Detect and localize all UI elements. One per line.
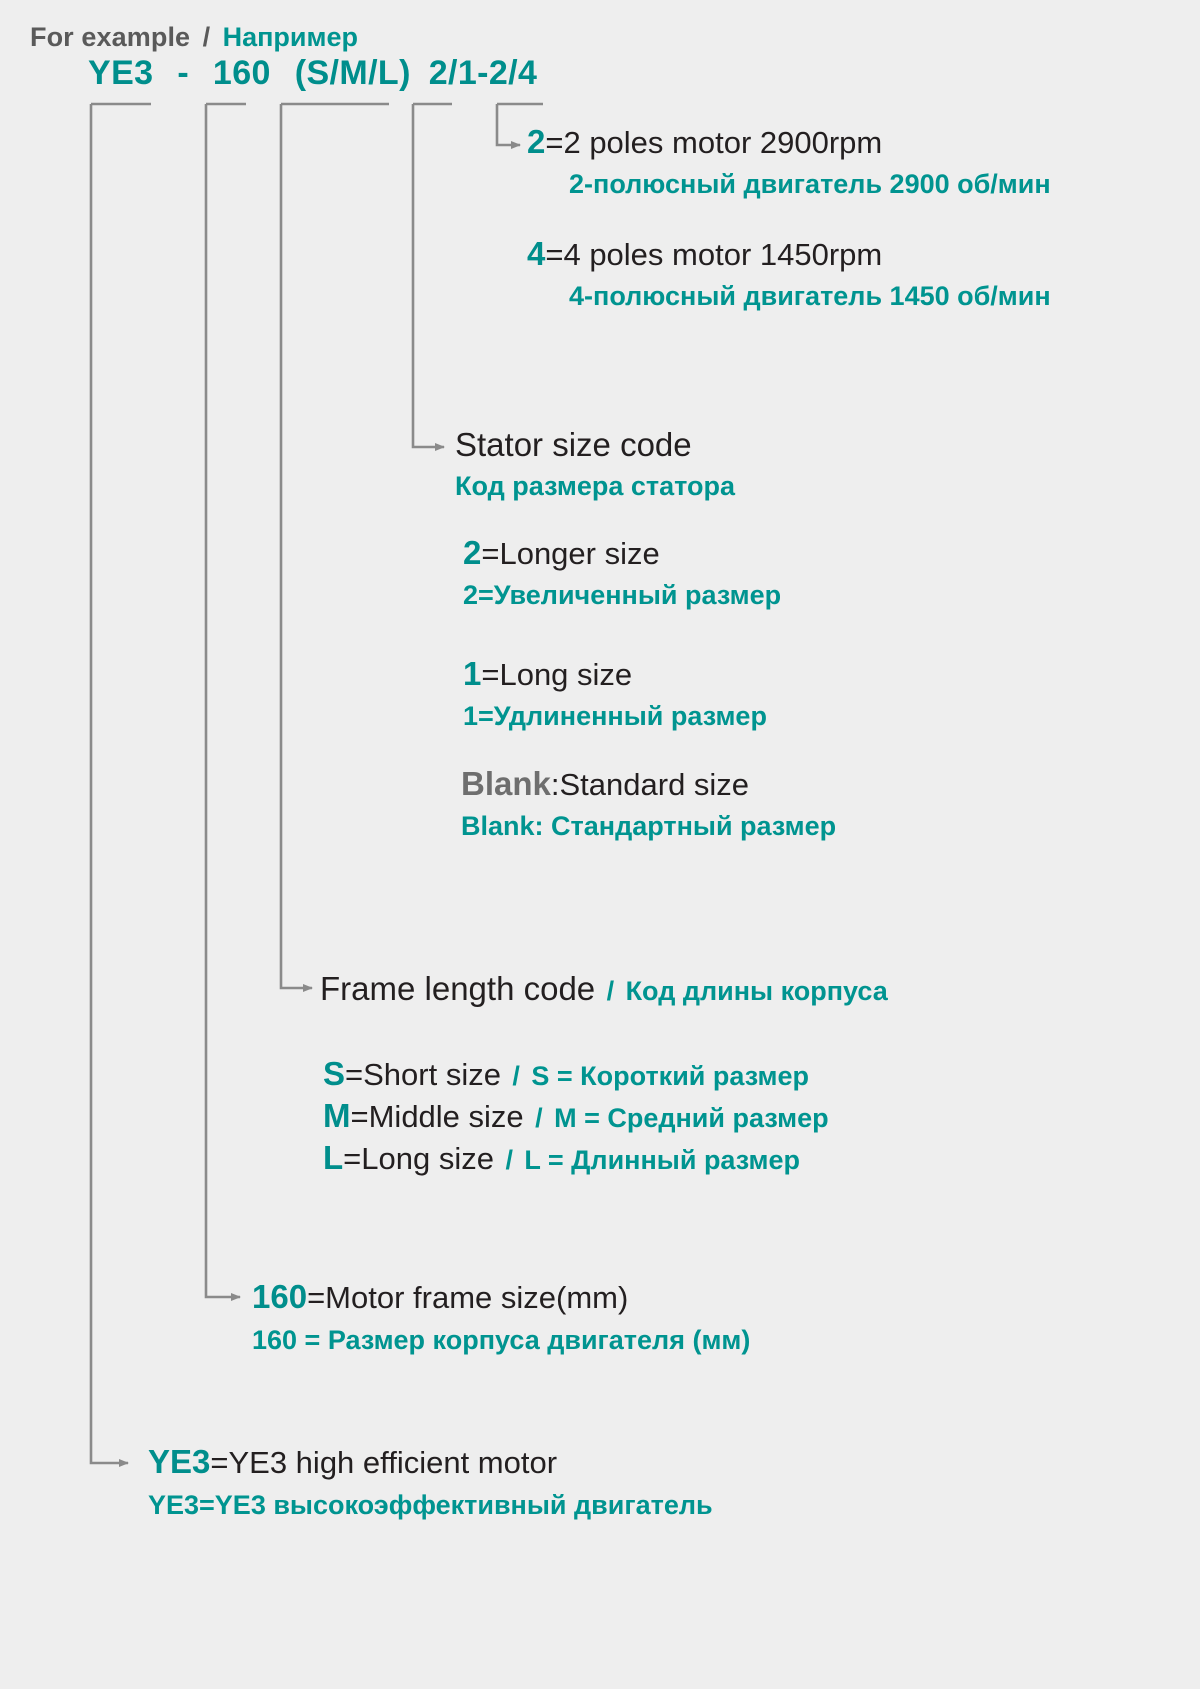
stator-item-1-ru: 1=Удлиненный размер bbox=[463, 701, 767, 731]
frame-size-item-text: =Motor frame size(mm) bbox=[307, 1280, 629, 1315]
model-code-dash: - bbox=[177, 54, 190, 92]
header-line: For example / Например bbox=[30, 22, 358, 53]
poles-item-2-en: 2=2 poles motor 2900rpm bbox=[527, 123, 883, 160]
frame-length-item-l-ru: L = Длинный размер bbox=[524, 1145, 801, 1175]
frame-size-item-en: 160=Motor frame size(mm) bbox=[252, 1278, 628, 1316]
stator-item-1-en: 1=Long size bbox=[463, 655, 633, 692]
frame-length-item-s-text: =Short size bbox=[345, 1057, 501, 1092]
frame-length-item-m-text: =Middle size bbox=[350, 1099, 524, 1134]
frame-length-item-m-sep: / bbox=[535, 1103, 543, 1133]
model-code: YE3 - 160 (S/M/L) 2/1-2/4 bbox=[88, 54, 537, 93]
stator-size-code-title-ru: Код размера статора bbox=[455, 471, 735, 501]
frame-length-code-title-ru: Код длины корпуса bbox=[625, 976, 888, 1006]
series-item-en: YE3=YE3 high efficient motor bbox=[148, 1443, 557, 1481]
frame-length-item-m: M=Middle size / M = Средний размер bbox=[323, 1097, 829, 1135]
frame-length-item-m-key: M bbox=[323, 1097, 351, 1134]
stator-item-2-key: 2 bbox=[463, 534, 482, 571]
stator-item-2-ru: 2=Увеличенный размер bbox=[463, 580, 782, 610]
stator-item-blank-key: Blank bbox=[461, 765, 551, 802]
poles-item-2-ru: 2-полюсный двигатель 2900 об/мин bbox=[569, 169, 1051, 199]
model-code-frame-length: (S/M/L) bbox=[294, 54, 411, 92]
frame-length-item-s-ru: S = Короткий размер bbox=[531, 1061, 809, 1091]
stator-item-blank-en: Blank:Standard size bbox=[461, 765, 750, 802]
header-en: For example bbox=[30, 22, 191, 52]
series-item-key: YE3 bbox=[148, 1443, 211, 1480]
frame-length-item-s: S=Short size / S = Короткий размер bbox=[323, 1055, 809, 1093]
frame-length-item-l-sep: / bbox=[505, 1145, 513, 1175]
stator-item-1-key: 1 bbox=[463, 655, 482, 692]
model-code-stator-poles: 2/1-2/4 bbox=[428, 54, 538, 92]
poles-item-4-key: 4 bbox=[527, 235, 546, 272]
header-slash: / bbox=[202, 22, 211, 52]
stator-item-1-text: =Long size bbox=[481, 657, 633, 692]
stator-item-2-en: 2=Longer size bbox=[463, 534, 660, 571]
stator-size-code-title-en: Stator size code bbox=[455, 426, 692, 463]
poles-item-4-ru: 4-полюсный двигатель 1450 об/мин bbox=[569, 281, 1051, 311]
series-item-text: =YE3 high efficient motor bbox=[210, 1445, 558, 1480]
stator-item-2-text: =Longer size bbox=[481, 536, 660, 571]
frame-size-item-key: 160 bbox=[252, 1278, 308, 1315]
stator-item-blank-ru: Blank: Стандартный размер bbox=[461, 811, 837, 841]
model-code-frame-size: 160 bbox=[212, 54, 271, 92]
poles-item-2-key: 2 bbox=[527, 123, 546, 160]
model-code-series: YE3 bbox=[88, 54, 154, 92]
frame-length-code-title: Frame length code / Код длины корпуса bbox=[320, 970, 888, 1008]
frame-length-code-title-sep: / bbox=[606, 976, 615, 1006]
stator-item-blank-text: :Standard size bbox=[550, 767, 750, 802]
frame-length-item-l-key: L bbox=[323, 1139, 344, 1176]
poles-item-2-text: =2 poles motor 2900rpm bbox=[545, 125, 883, 160]
frame-length-item-l: L=Long size / L = Длинный размер bbox=[323, 1139, 800, 1177]
frame-size-item-ru: 160 = Размер корпуса двигателя (мм) bbox=[252, 1325, 751, 1355]
frame-length-item-m-ru: M = Средний размер bbox=[554, 1103, 829, 1133]
frame-length-item-l-text: =Long size bbox=[343, 1141, 494, 1176]
header-ru: Например bbox=[222, 22, 358, 52]
series-item-ru: YE3=YE3 высокоэффективный двигатель bbox=[148, 1490, 713, 1520]
poles-item-4-text: =4 poles motor 1450rpm bbox=[545, 237, 883, 272]
poles-item-4-en: 4=4 poles motor 1450rpm bbox=[527, 235, 883, 272]
frame-length-code-title-en: Frame length code bbox=[320, 970, 596, 1007]
frame-length-item-s-sep: / bbox=[512, 1061, 520, 1091]
frame-length-item-s-key: S bbox=[323, 1055, 346, 1092]
